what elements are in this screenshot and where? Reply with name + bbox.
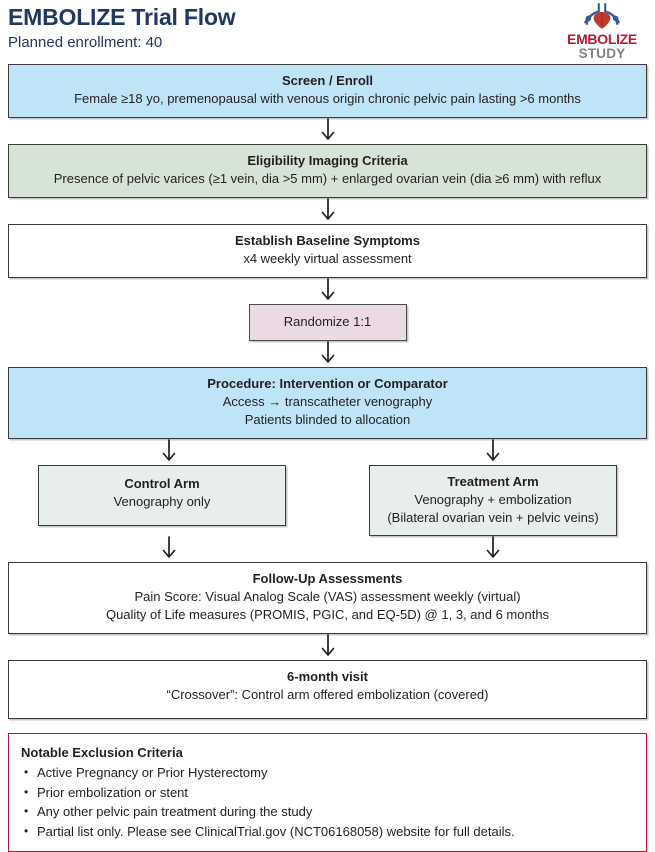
node-treatment-arm-line1: Venography + embolization [414,492,572,507]
list-item: Prior embolization or stent [21,783,634,803]
node-randomize-label: Randomize 1:1 [283,314,372,329]
randomize-row: Randomize 1:1 [8,304,647,341]
down-arrow-icon-right [486,536,500,558]
node-control-arm-title: Control Arm [124,476,200,491]
down-arrow-icon-right [486,439,500,461]
down-arrow-icon [321,278,334,300]
node-procedure-title: Procedure: Intervention or Comparator [207,376,448,391]
node-baseline-line1: x4 weekly virtual assessment [243,251,412,266]
node-eligibility: Eligibility Imaging Criteria Presence of… [8,144,647,198]
node-six-month-visit-line1: “Crossover”: Control arm offered emboliz… [166,687,489,702]
trial-flow-diagram: EMBOLIZE Trial Flow Planned enrollment: … [0,0,655,795]
connector-arrow-1 [8,118,647,144]
page-subtitle: Planned enrollment: 40 [8,34,163,51]
node-randomize: Randomize 1:1 [248,304,407,341]
page-header: EMBOLIZE Trial Flow Planned enrollment: … [0,0,655,64]
connector-arrow-2 [8,198,647,224]
down-arrow-icon-left [162,536,176,558]
connector-arrow-4 [8,341,647,367]
node-screen-enroll: Screen / Enroll Female ≥18 yo, premenopa… [8,64,647,118]
node-treatment-arm: Treatment Arm Venography + embolization … [369,465,617,536]
flow-chart: Screen / Enroll Female ≥18 yo, premenopa… [0,64,655,852]
node-six-month-visit-title: 6-month visit [287,669,368,684]
pelvic-vein-logo-icon [584,2,620,29]
node-followup-line1: Pain Score: Visual Analog Scale (VAS) as… [134,589,521,604]
arms-row: Control Arm Venography only Treatment Ar… [8,465,647,536]
logo-text-embolize: EMBOLIZE [567,31,637,47]
node-treatment-arm-line2: (Bilateral ovarian vein + pelvic veins) [387,510,599,525]
down-arrow-icon [321,634,334,656]
down-arrow-icon [321,198,334,220]
node-procedure-line2: Patients blinded to allocation [244,412,411,427]
node-procedure: Procedure: Intervention or Comparator Ac… [8,367,647,439]
connector-merge-arrows [8,536,647,562]
node-control-arm: Control Arm Venography only [38,465,286,526]
list-item: Active Pregnancy or Prior Hysterectomy [21,763,634,783]
node-eligibility-line1: Presence of pelvic varices (≥1 vein, dia… [53,171,602,186]
node-screen-enroll-title: Screen / Enroll [281,73,374,88]
exclusion-criteria-panel: Notable Exclusion Criteria Active Pregna… [8,733,647,852]
arm-treatment: Treatment Arm Venography + embolization … [369,465,617,536]
node-treatment-arm-title: Treatment Arm [447,474,539,489]
connector-arrow-5 [8,634,647,660]
node-followup-line2: Quality of Life measures (PROMIS, PGIC, … [105,607,550,622]
node-procedure-line1: Access → transcatheter venography [222,394,433,409]
exclusion-list: Active Pregnancy or Prior Hysterectomy P… [21,763,634,841]
connector-split-arrows [8,439,647,465]
spacer [8,719,647,733]
list-item: Any other pelvic pain treatment during t… [21,802,634,822]
node-eligibility-title: Eligibility Imaging Criteria [247,153,408,168]
node-followup: Follow-Up Assessments Pain Score: Visual… [8,562,647,634]
page-title: EMBOLIZE Trial Flow [8,4,236,30]
down-arrow-icon-left [162,439,176,461]
node-screen-enroll-line1: Female ≥18 yo, premenopausal with venous… [74,91,581,106]
node-six-month-visit: 6-month visit “Crossover”: Control arm o… [8,660,647,719]
node-baseline: Establish Baseline Symptoms x4 weekly vi… [8,224,647,278]
down-arrow-icon [321,341,334,363]
node-baseline-title: Establish Baseline Symptoms [235,233,420,248]
node-control-arm-line1: Venography only [113,494,211,509]
list-item: Partial list only. Please see ClinicalTr… [21,822,634,842]
down-arrow-icon [321,118,334,140]
logo-text-study: STUDY [578,46,626,61]
connector-arrow-3 [8,278,647,304]
node-followup-title: Follow-Up Assessments [252,571,403,586]
arm-control: Control Arm Venography only [38,465,286,536]
exclusion-title: Notable Exclusion Criteria [21,745,183,760]
study-logo: EMBOLIZE STUDY [563,1,641,61]
